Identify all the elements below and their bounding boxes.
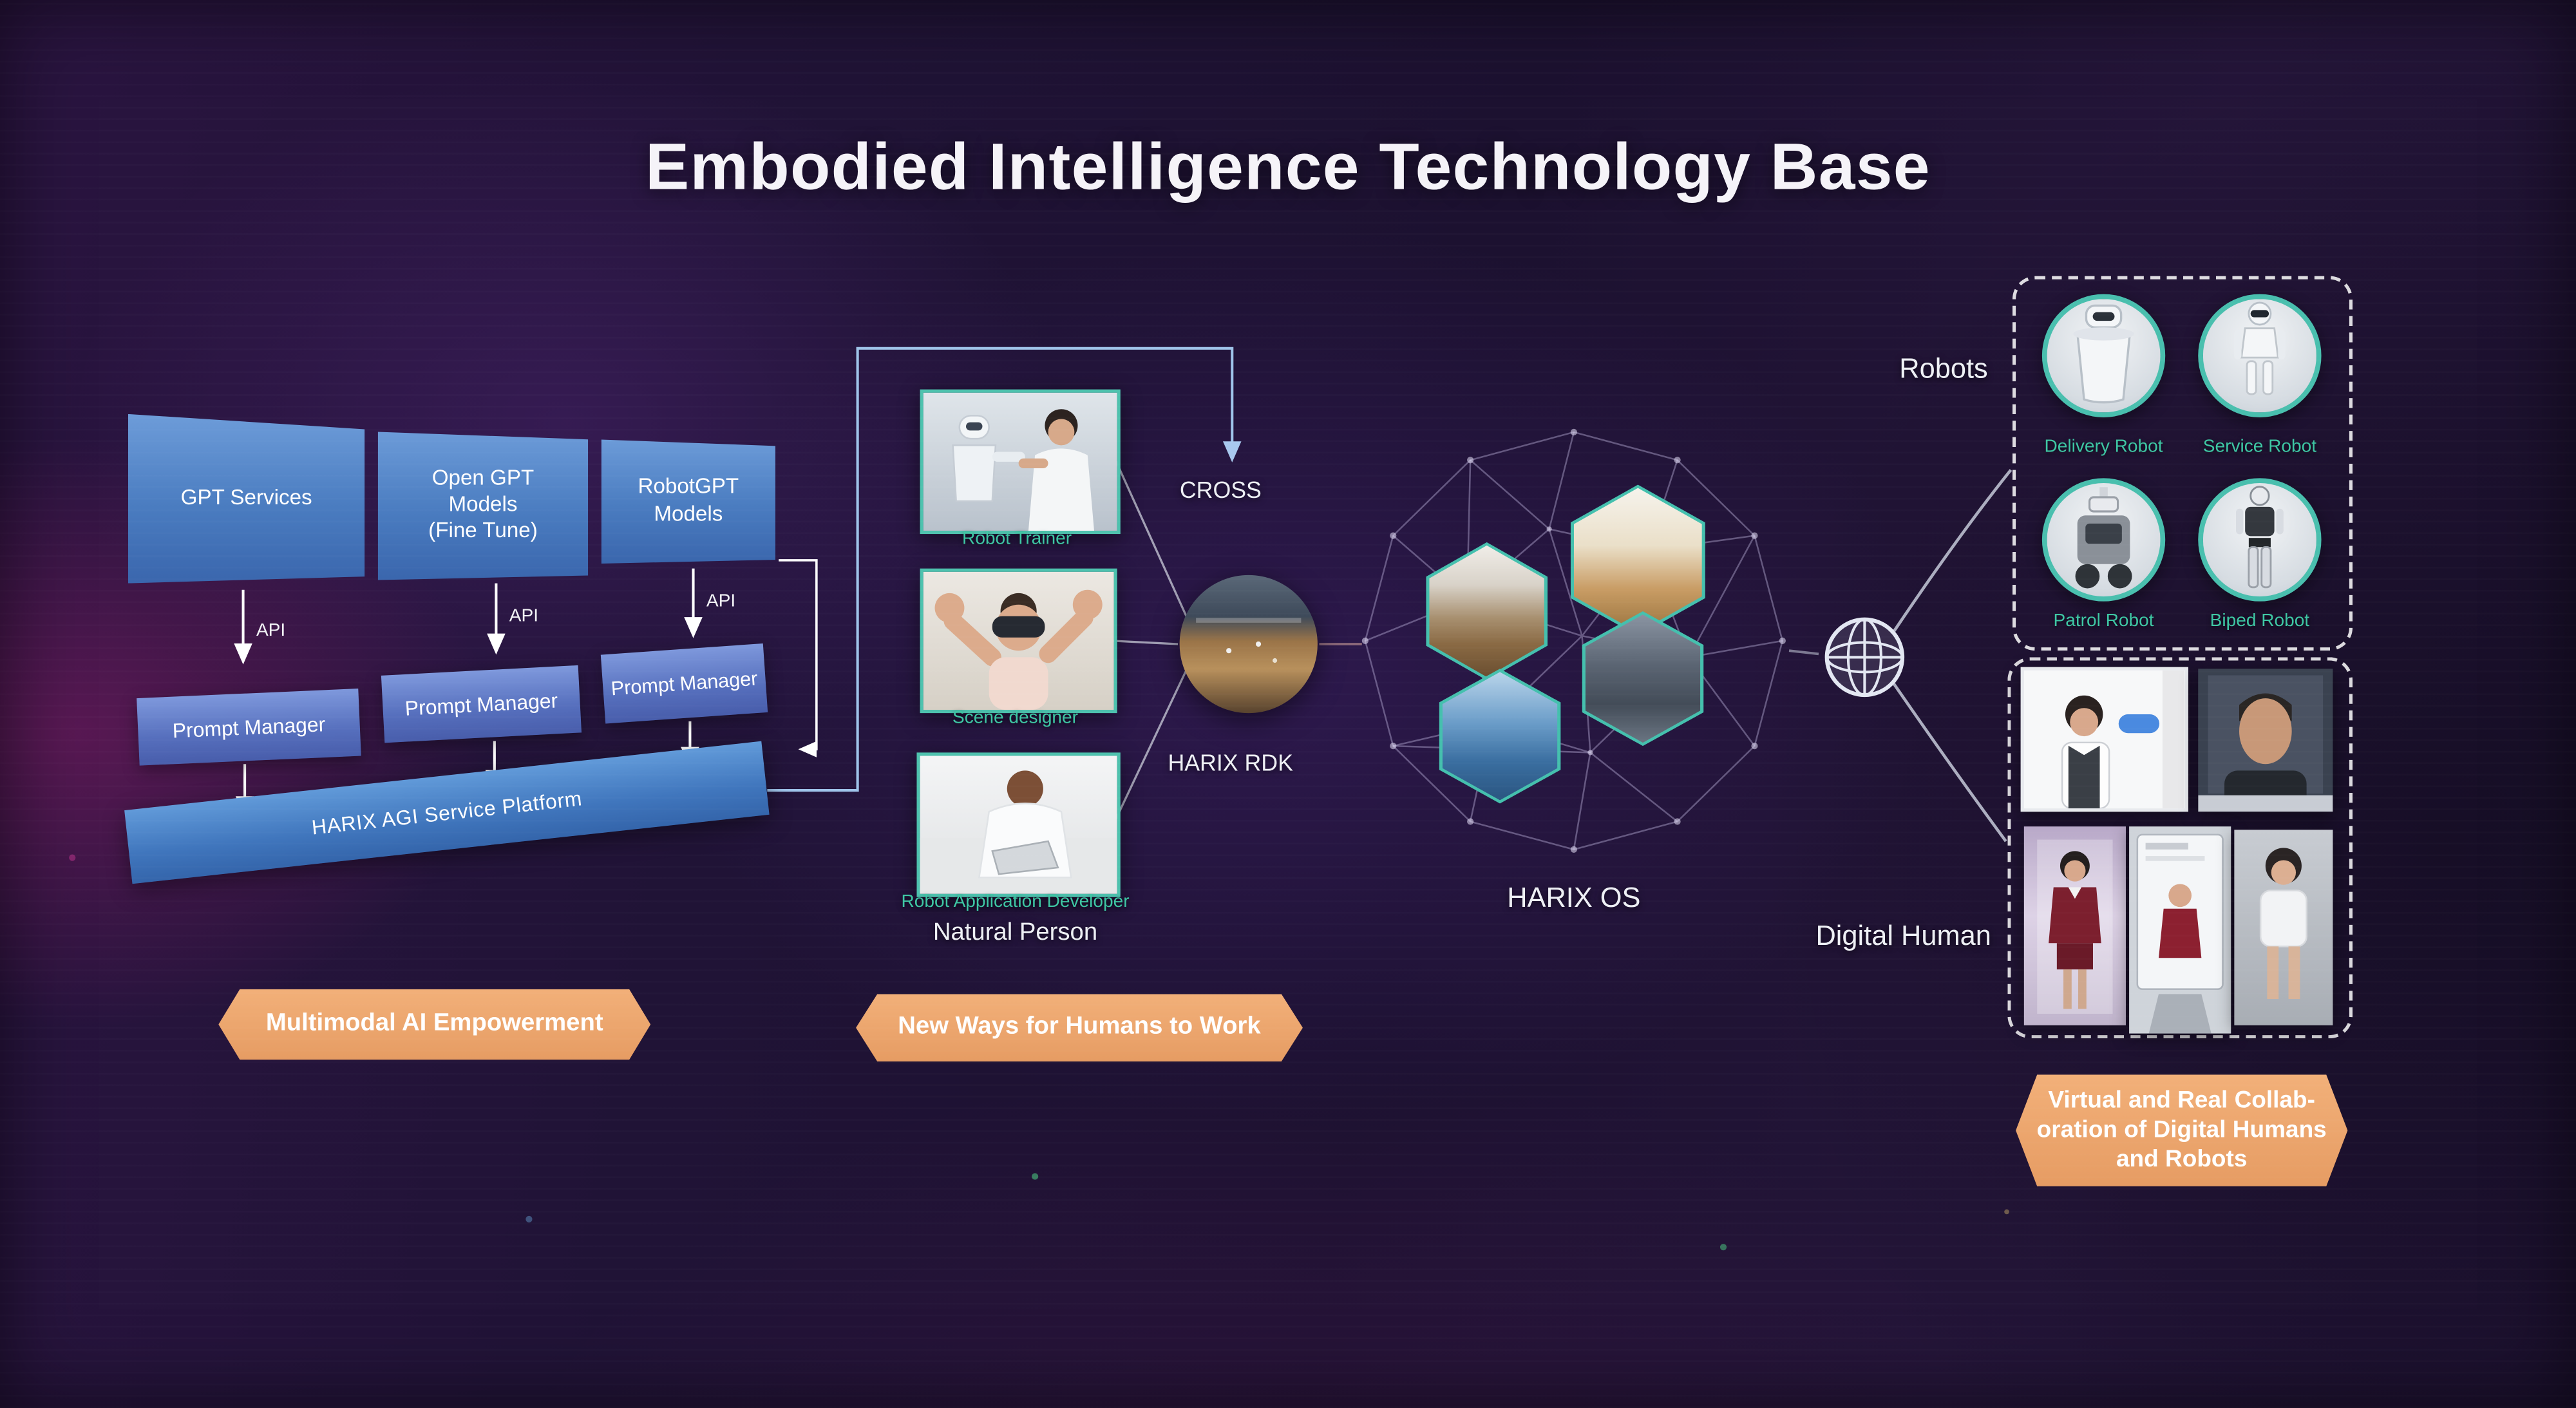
natural-person-label: Natural Person bbox=[933, 918, 1098, 947]
new-ways-banner-label: New Ways for Humans to Work bbox=[898, 1012, 1261, 1041]
biped-robot-image bbox=[2198, 478, 2322, 602]
robots-group-label: Robots bbox=[1899, 353, 1988, 385]
delivery-robot-caption: Delivery Robot bbox=[2044, 437, 2163, 457]
biped-robot-caption: Biped Robot bbox=[2210, 611, 2310, 631]
scene-designer-image bbox=[934, 589, 1103, 710]
api-label-2: API bbox=[509, 606, 539, 626]
digital-human-group-box bbox=[2007, 657, 2353, 1039]
robot-app-developer-photo bbox=[916, 752, 1121, 897]
prompt-manager-label-2: Prompt Manager bbox=[404, 689, 558, 720]
os-scene-factory-image bbox=[1442, 672, 1558, 801]
robot-app-developer-caption: Robot Application Developer bbox=[901, 892, 1130, 912]
digital-human-face-screen-image bbox=[2198, 669, 2333, 812]
multimodal-ai-banner: Multimodal AI Empowerment bbox=[218, 989, 650, 1060]
os-scene-hex-room1 bbox=[1426, 542, 1548, 681]
delivery-robot-image bbox=[2041, 294, 2166, 417]
scene-designer-caption: Scene designer bbox=[952, 708, 1079, 728]
robots-group-box bbox=[2012, 276, 2353, 651]
os-scene-corridor-image bbox=[1585, 614, 1701, 743]
new-ways-banner: New Ways for Humans to Work bbox=[856, 994, 1303, 1061]
harix-rdk-label: HARIX RDK bbox=[1168, 749, 1293, 776]
digital-human-group-label: Digital Human bbox=[1815, 920, 1991, 952]
page-title: Embodied Intelligence Technology Base bbox=[645, 131, 1931, 204]
open-gpt-models-box: Open GPT Models (Fine Tune) bbox=[377, 432, 589, 580]
prompt-manager-box-3: Prompt Manager bbox=[600, 643, 768, 724]
prompt-manager-label-1: Prompt Manager bbox=[172, 712, 326, 742]
harix-os-label: HARIX OS bbox=[1507, 882, 1641, 914]
decor-dot bbox=[1719, 1244, 1727, 1251]
open-gpt-models-label: Open GPT Models (Fine Tune) bbox=[428, 464, 538, 543]
decor-dot bbox=[69, 854, 76, 861]
scene-designer-photo bbox=[920, 568, 1117, 714]
robotgpt-models-label: RobotGPT Models bbox=[638, 473, 739, 526]
service-robot-caption: Service Robot bbox=[2202, 437, 2317, 457]
decor-dot bbox=[526, 1215, 533, 1222]
cross-label: CROSS bbox=[1179, 476, 1262, 503]
prompt-manager-box-2: Prompt Manager bbox=[381, 665, 582, 743]
prompt-manager-box-1: Prompt Manager bbox=[137, 689, 361, 766]
api-label-3: API bbox=[706, 591, 736, 611]
api-label-1: API bbox=[256, 621, 286, 641]
virtual-real-collaboration-label: Virtual and Real Collab- oration of Digi… bbox=[2036, 1087, 2327, 1174]
robot-trainer-image bbox=[952, 409, 1094, 531]
harix-os-sphere bbox=[1361, 428, 1786, 853]
digital-human-presenter-image bbox=[2020, 667, 2188, 812]
patrol-robot-image bbox=[2041, 478, 2166, 602]
gpt-services-box: GPT Services bbox=[128, 414, 365, 584]
gpt-services-label: GPT Services bbox=[180, 485, 312, 510]
decor-dot bbox=[1032, 1173, 1039, 1180]
digital-human-kiosk-image bbox=[2129, 826, 2231, 1034]
service-robot-image bbox=[2198, 294, 2322, 417]
patrol-robot-caption: Patrol Robot bbox=[2053, 611, 2154, 631]
robot-app-developer-image bbox=[920, 770, 1117, 894]
globe-icon bbox=[1824, 617, 1905, 698]
robotgpt-models-box: RobotGPT Models bbox=[601, 439, 776, 564]
robot-trainer-photo bbox=[920, 389, 1121, 535]
digital-human-child-image bbox=[2234, 830, 2333, 1025]
robot-trainer-caption: Robot Trainer bbox=[962, 529, 1072, 549]
harix-agi-platform-label: HARIX AGI Service Platform bbox=[310, 786, 583, 839]
virtual-real-collaboration-banner: Virtual and Real Collab- oration of Digi… bbox=[2016, 1074, 2347, 1186]
harix-rdk-image bbox=[1179, 575, 1318, 714]
os-scene-room1-image bbox=[1429, 545, 1544, 678]
decor-dot bbox=[2004, 1209, 2009, 1215]
harix-rdk-scene bbox=[1196, 618, 1302, 663]
digital-human-hostess-image bbox=[2023, 826, 2126, 1025]
multimodal-ai-banner-label: Multimodal AI Empowerment bbox=[265, 1009, 603, 1037]
prompt-manager-label-3: Prompt Manager bbox=[610, 667, 759, 700]
